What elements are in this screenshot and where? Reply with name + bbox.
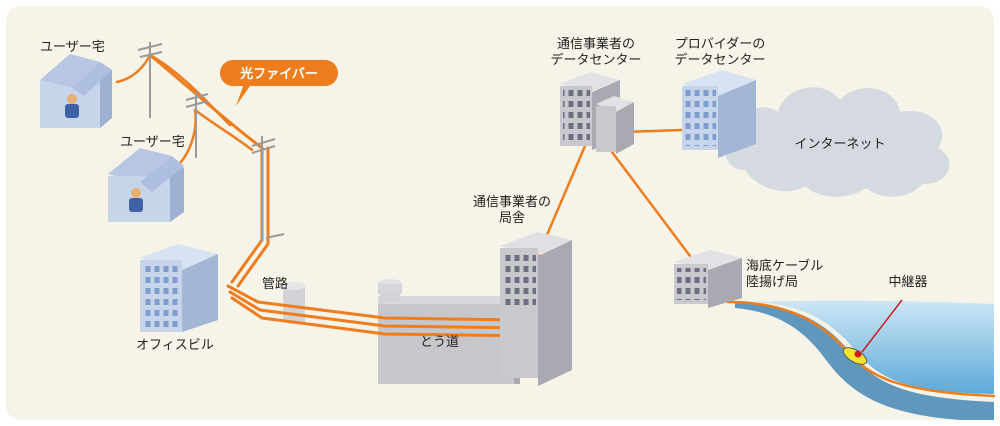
- carrier-datacenter-building: [560, 72, 634, 154]
- sea-area: [735, 300, 994, 420]
- provider-dc-label-line2: データセンター: [674, 52, 765, 68]
- tunnel-structure: [283, 279, 520, 384]
- user-home-2: [108, 148, 184, 222]
- office-building: [140, 244, 218, 332]
- user-home-2-label: ユーザー宅: [120, 135, 185, 150]
- person-icon: [67, 94, 77, 104]
- landing-station-label-line1: 海底ケーブル: [746, 258, 823, 274]
- user-home-1-label: ユーザー宅: [40, 40, 105, 55]
- repeater-device: [842, 299, 903, 365]
- office-label: オフィスビル: [136, 338, 214, 353]
- internet-label: インターネット: [794, 137, 885, 152]
- central-office-building: [500, 232, 572, 386]
- carrier-dc-label-line2: データセンター: [550, 52, 641, 68]
- person-icon: [131, 188, 141, 198]
- carrier-dc-label-line1: 通信事業者の: [557, 36, 635, 52]
- conduit-label: 管路: [262, 276, 288, 292]
- provider-dc-label-line1: プロバイダーの: [675, 37, 765, 52]
- repeater-label: 中継器: [888, 275, 927, 290]
- tunnel-label: とう道: [420, 335, 459, 350]
- central-office-label-line1: 通信事業者の: [473, 194, 551, 210]
- fiber-callout: 光ファイバー: [220, 60, 338, 106]
- utility-pole-3: [251, 136, 285, 242]
- fiber-label: 光ファイバー: [239, 66, 318, 82]
- utility-pole-2: [185, 92, 209, 158]
- utility-pole-1: [137, 42, 163, 118]
- landing-station-label-line2: 陸揚げ局: [746, 274, 798, 290]
- provider-datacenter-building: [682, 70, 756, 158]
- central-office-label-line2: 局舎: [499, 211, 525, 226]
- user-home-1: [40, 54, 112, 128]
- internet-cloud: [726, 87, 950, 197]
- landing-station-building: [674, 250, 742, 308]
